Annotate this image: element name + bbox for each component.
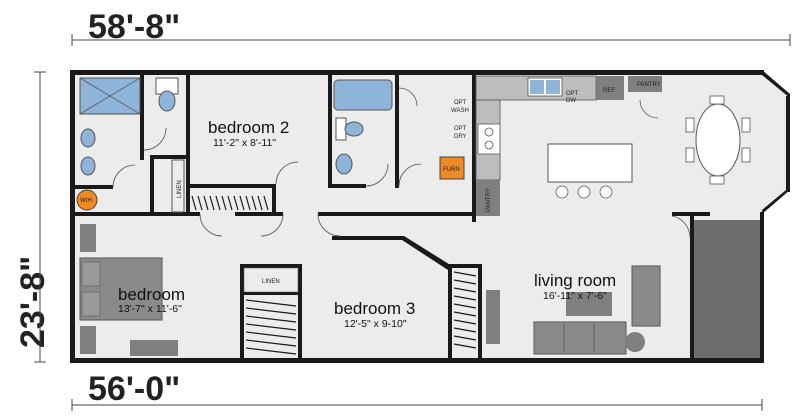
bathtub (333, 79, 393, 111)
nightstand-1 (80, 224, 96, 252)
refrigerator (596, 76, 624, 100)
opt-dw-label-2: DW (566, 98, 576, 104)
linen-closet-2 (243, 267, 299, 293)
kitchen (475, 75, 662, 216)
room-size-bedroom: 13'-7" x 11'-6" (118, 303, 182, 315)
bath-1-fixtures (79, 77, 179, 176)
dining-table (685, 95, 751, 185)
pantry-label-2: PANTRY (637, 82, 661, 88)
porch-deck (694, 220, 760, 360)
furnace (439, 156, 465, 180)
sink-1 (80, 128, 96, 148)
living-room-furniture (486, 265, 661, 355)
pantry-label-1: PANTRY (486, 188, 492, 212)
master-bedroom-furniture (79, 224, 178, 356)
opt-wash-label-2: WASH (451, 108, 469, 114)
left-dimension-line (34, 71, 46, 363)
ref-label: REF (603, 88, 615, 94)
door-swings (112, 87, 691, 239)
range (477, 123, 501, 155)
sink-3 (335, 153, 353, 175)
body-length-label: 56'-0" (88, 370, 180, 408)
furnace-label: FURN (443, 167, 460, 173)
room-size-bedroom-2: 11'-2" x 8'-11" (213, 137, 276, 149)
room-name-bedroom: bedroom (118, 285, 185, 304)
floor-area (72, 72, 788, 362)
coffee-table (566, 292, 612, 316)
sink-2 (80, 156, 96, 176)
bedroom-2-closet (190, 194, 270, 212)
toilet-2-bowl (344, 121, 364, 137)
room-name-bedroom-2: bedroom 2 (208, 118, 289, 137)
opt-dry-label-2: DRY (454, 134, 467, 140)
linen-label-1: LINEN (177, 180, 183, 198)
top-dimension-line (71, 34, 791, 46)
room-name-bedroom-3: bedroom 3 (334, 299, 415, 318)
pantry-2 (628, 76, 662, 92)
exterior-walls (70, 70, 790, 363)
dresser (130, 340, 178, 356)
pantry-1 (476, 180, 500, 216)
interior-walls (72, 72, 710, 362)
water-heater-label: W/H (80, 198, 92, 204)
nightstand-2 (80, 326, 96, 354)
end-table (625, 332, 645, 352)
loveseat (631, 265, 661, 327)
kitchen-island (547, 143, 633, 183)
toilet-bowl (158, 90, 176, 112)
tv-stand (486, 290, 500, 344)
bath-2-fixtures (333, 79, 393, 175)
opt-wash-label-1: OPT (454, 100, 467, 106)
room-name-living-room: living room (534, 271, 616, 290)
linen-label-2: LINEN (262, 279, 280, 285)
width-label: 23'-8" (14, 256, 52, 348)
water-heater-icon (76, 189, 98, 211)
room-size-living-room: 16'-11" x 7'-6" (543, 290, 607, 302)
master-closet (244, 296, 298, 358)
room-size-bedroom-3: 12'-5" x 9-10" (344, 318, 407, 330)
linen-closet-1 (171, 159, 185, 213)
bedroom-3-closet (452, 268, 478, 358)
sofa (533, 321, 627, 355)
opt-dry-label-1: OPT (454, 126, 467, 132)
bottom-dimension-line (71, 399, 763, 411)
opt-dw-label-1: OPT (566, 91, 579, 97)
